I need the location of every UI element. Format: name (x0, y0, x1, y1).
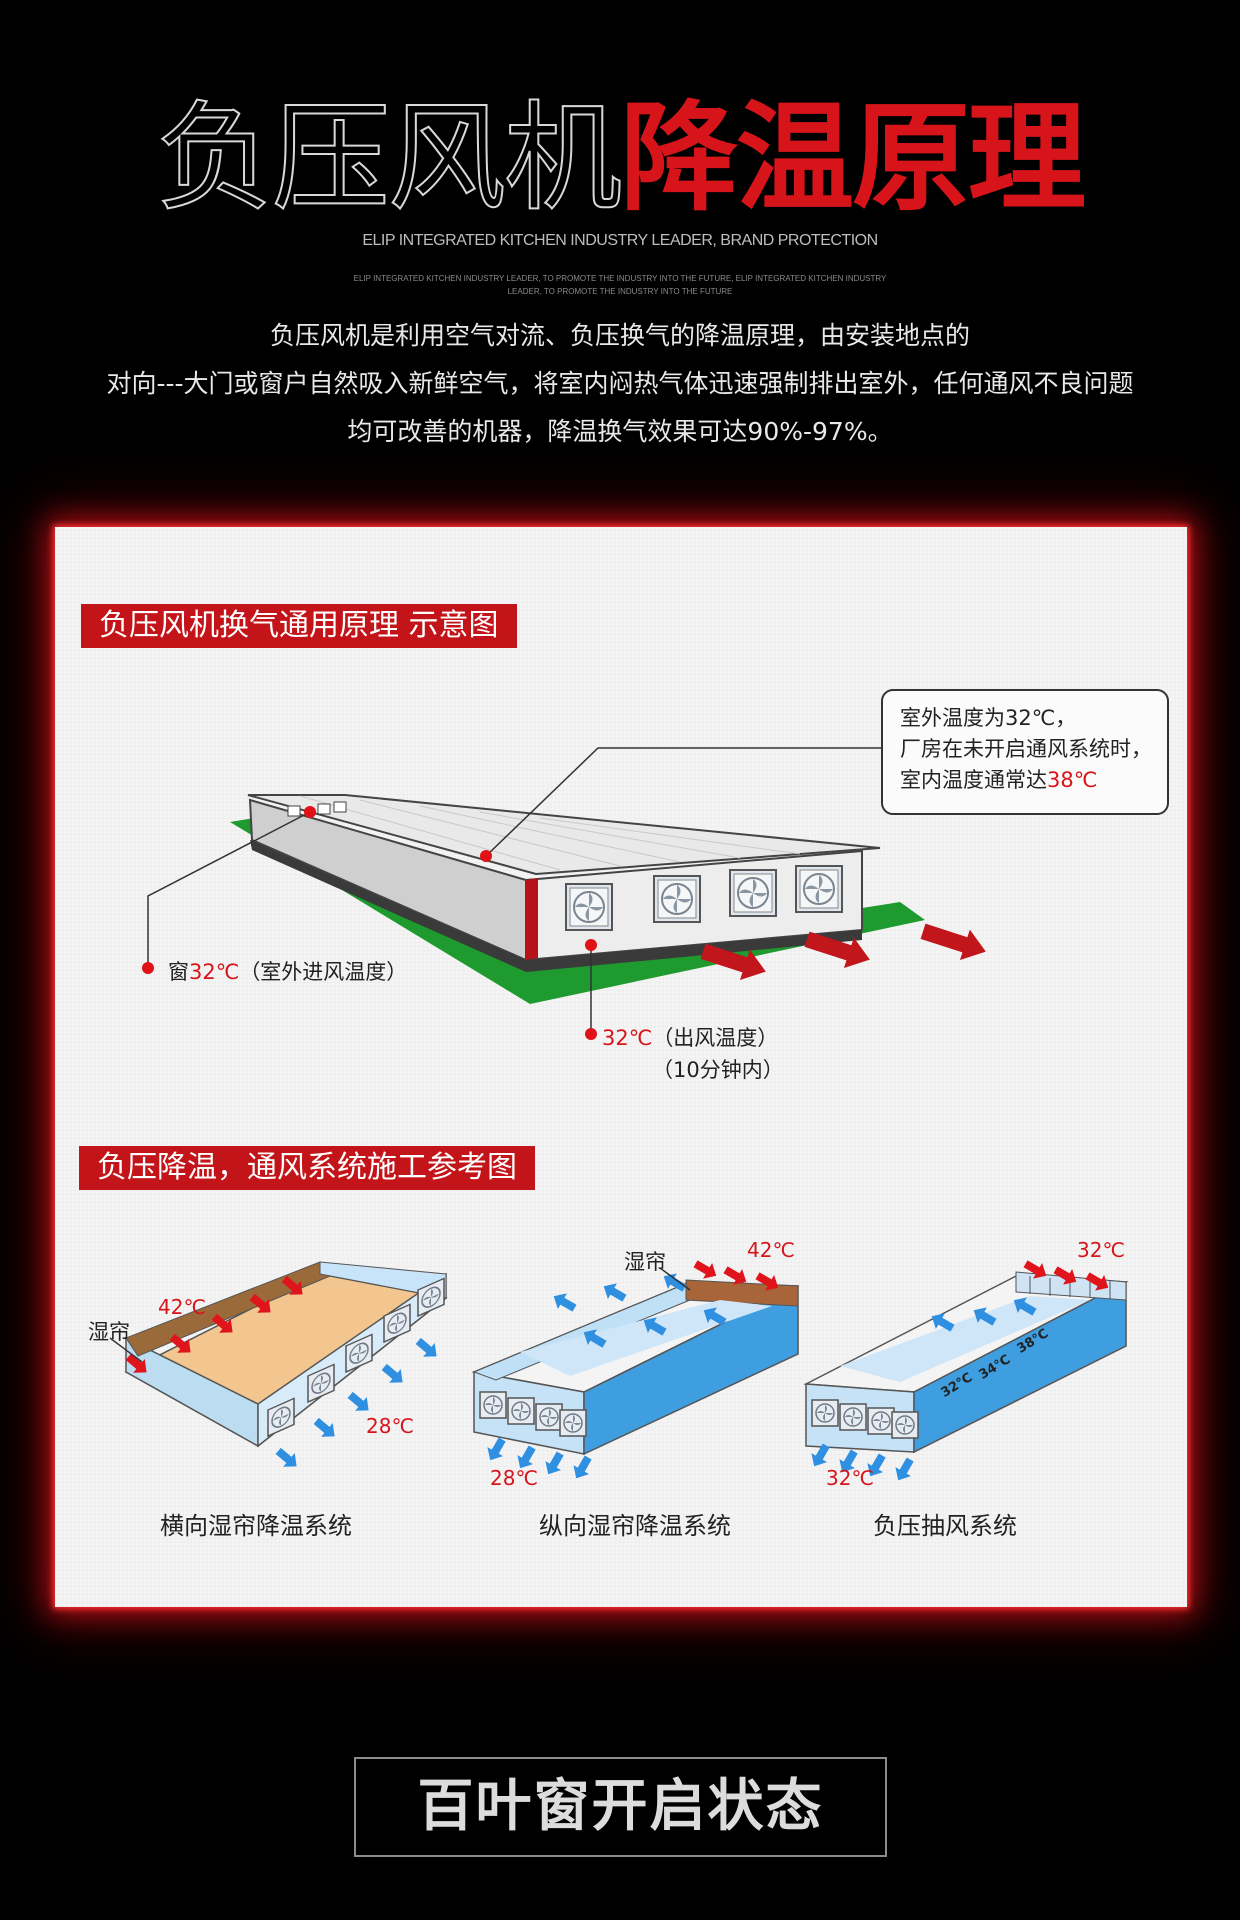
system1-temp-out: 28℃ (366, 1414, 414, 1438)
page-title: 负压风机降温原理 (0, 88, 1240, 228)
title-part-2: 降温原理 (620, 89, 1086, 227)
system1-caption: 横向湿帘降温系统 (160, 1512, 352, 1540)
section-label-principle: 负压风机换气通用原理 示意图 (81, 604, 517, 648)
outlet-temp-label: 32℃（出风温度） (602, 1026, 779, 1050)
tiny-line-2: LEADER, TO PROMOTE THE INDUSTRY INTO THE… (507, 287, 733, 296)
system2-caption: 纵向湿帘降温系统 (539, 1512, 731, 1540)
system1-curtain-label: 湿帘 (88, 1320, 130, 1344)
intro-paragraph: 负压风机是利用空气对流、负压换气的降温原理，由安装地点的 对向---大门或窗户自… (40, 312, 1200, 456)
system1-temp-in: 42℃ (158, 1295, 206, 1319)
window-temp-label: 窗32℃（室外进风温度） (168, 960, 408, 984)
page-subtitle: ELIP INTEGRATED KITCHEN INDUSTRY LEADER,… (362, 232, 878, 249)
callout-line-3: 室内温度通常达38℃ (900, 768, 1098, 792)
outlet-time-label: （10分钟内） (652, 1058, 784, 1082)
callout-line-1: 室外温度为32℃， (900, 706, 1077, 730)
title-part-1: 负压风机 (155, 88, 623, 228)
callout-indoor-temp: 38℃ (1047, 768, 1098, 792)
system2-temp-in: 42℃ (747, 1238, 795, 1262)
tiny-line-1: ELIP INTEGRATED KITCHEN INDUSTRY LEADER,… (353, 274, 887, 283)
system3-caption: 负压抽风系统 (873, 1512, 1017, 1540)
intro-line-3: 均可改善的机器，降温换气效果可达90%-97%。 (347, 417, 893, 446)
louver-open-state-button[interactable]: 百叶窗开启状态 (354, 1757, 887, 1857)
system3-temp-out: 32℃ (826, 1466, 874, 1490)
system2-temp-out: 28℃ (490, 1466, 538, 1490)
callout-box: 室外温度为32℃， 厂房在未开启通风系统时， 室内温度通常达38℃ (881, 689, 1169, 815)
section-label-reference: 负压降温，通风系统施工参考图 (79, 1146, 535, 1190)
callout-line-2: 厂房在未开启通风系统时， (900, 737, 1152, 761)
tiny-caption: ELIP INTEGRATED KITCHEN INDUSTRY LEADER,… (340, 272, 900, 298)
system2-curtain-label: 湿帘 (624, 1250, 666, 1274)
intro-line-1: 负压风机是利用空气对流、负压换气的降温原理，由安装地点的 (269, 321, 970, 350)
intro-line-2: 对向---大门或窗户自然吸入新鲜空气，将室内闷热气体迅速强制排出室外，任何通风不… (106, 369, 1134, 398)
system3-temp-in: 32℃ (1077, 1238, 1125, 1262)
